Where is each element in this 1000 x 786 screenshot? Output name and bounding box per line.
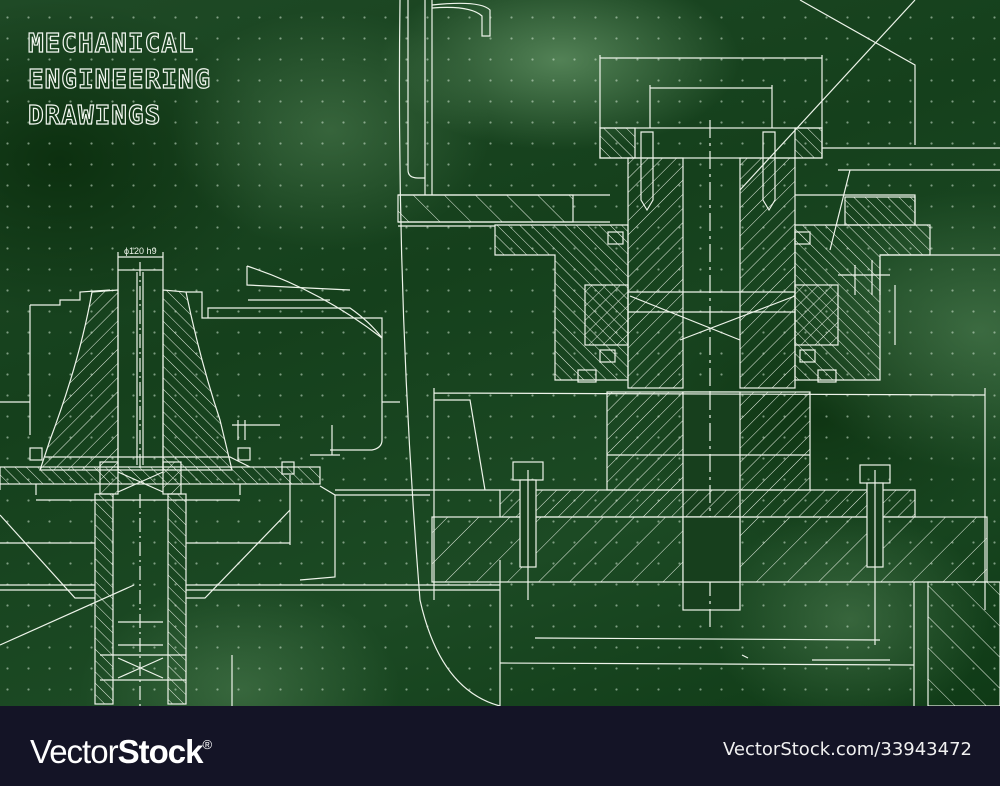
brand-bold: Stock — [117, 733, 204, 770]
engineering-drawing: ϕ120 h9 — [0, 0, 1000, 706]
vectorstock-logo[interactable]: VectorStock® — [30, 733, 212, 771]
dimension-label: ϕ120 h9 — [124, 246, 157, 256]
title-line-1: MECHANICAL — [27, 28, 195, 59]
title-line-2: ENGINEERING — [27, 64, 212, 95]
registered-mark-icon: ® — [202, 737, 212, 752]
page-title: MECHANICAL ENGINEERING DRAWINGS — [27, 26, 212, 134]
title-line-3: DRAWINGS — [27, 100, 162, 131]
watermark-footer: VectorStock® VectorStock.com/33943472 — [0, 706, 1000, 786]
image-reference-link[interactable]: VectorStock.com/33943472 — [722, 739, 972, 760]
blueprint-canvas: ϕ120 h9 MECHANICAL ENGINEERING DRAWINGS — [0, 0, 1000, 706]
brand-light: Vector — [30, 733, 119, 770]
